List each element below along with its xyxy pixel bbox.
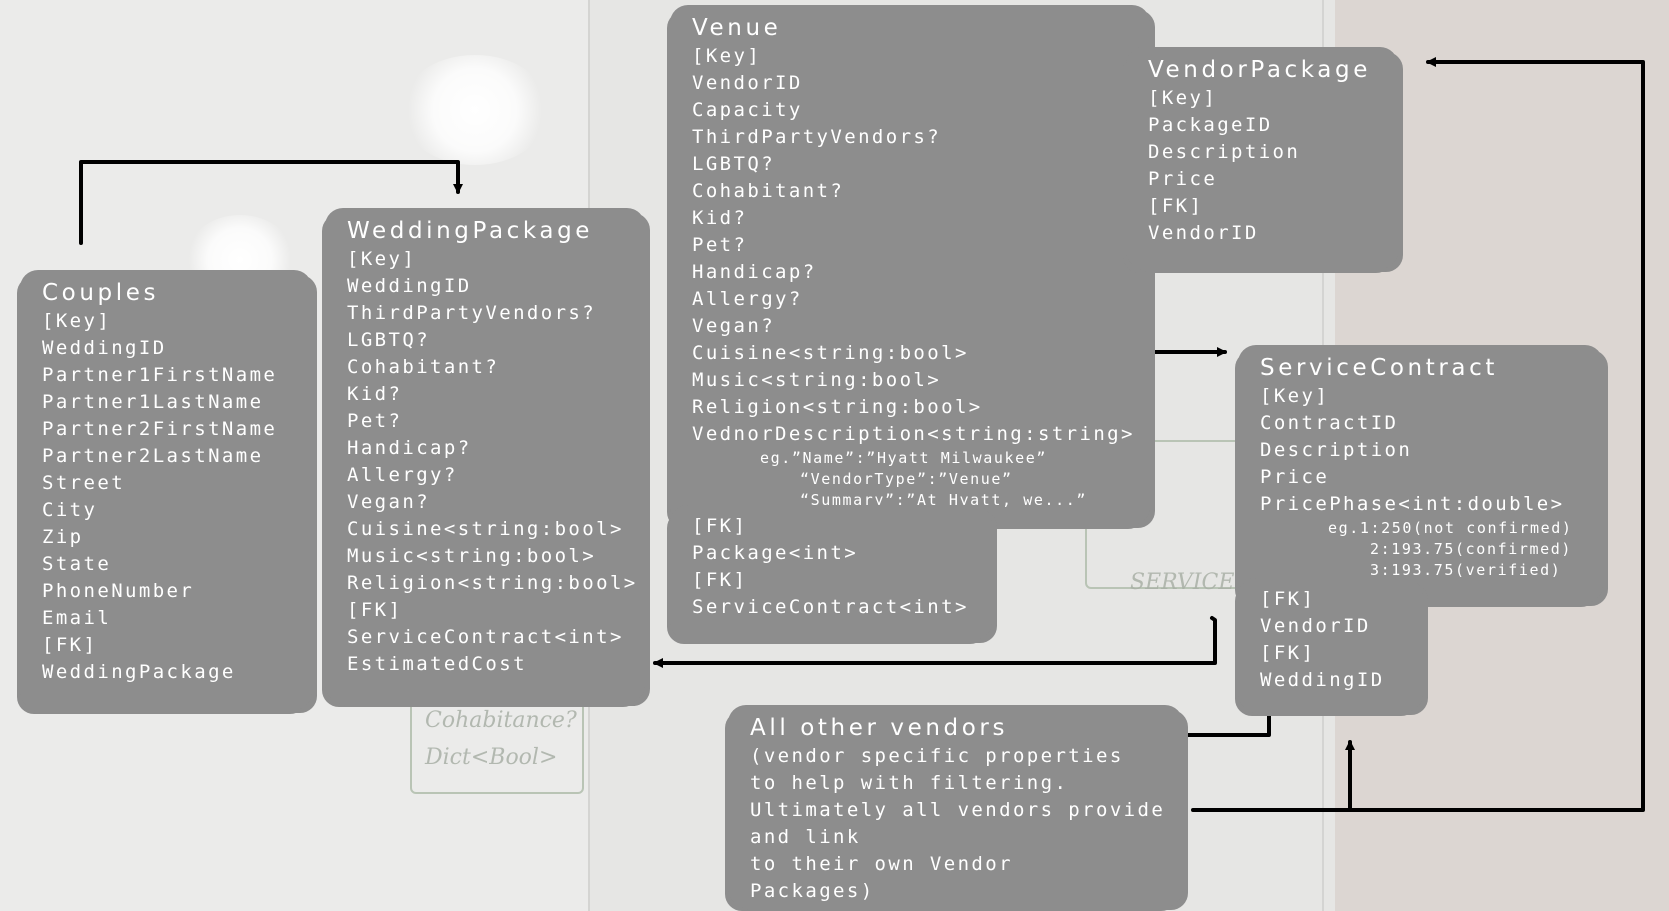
servicecontract-fk-field: [FK] (1260, 588, 1316, 610)
weddingpackage-field: Kid? (347, 383, 403, 405)
venue-field: VendorID (692, 72, 803, 94)
other-vendors-line: Ultimately all vendors provide (750, 799, 1166, 821)
servicecontract-field: PricePhase<int:double> (1260, 493, 1565, 515)
faded-handwriting: Dict<Bool> (425, 745, 558, 770)
weddingpackage-field: Music<string:bool> (347, 545, 597, 567)
weddingpackage-field: ThirdPartyVendors? (347, 302, 597, 324)
arrow-servicecontract-to-othervendors (1178, 711, 1271, 740)
weddingpackage-field: Handicap? (347, 437, 472, 459)
servicecontract-fk-field: VendorID (1260, 615, 1371, 637)
venue-field: VednorDescription<string:string> (692, 423, 1135, 445)
servicecontract-example-line: 3:193.75(verified) (1370, 561, 1562, 579)
weddingpackage-field: EstimatedCost (347, 653, 527, 675)
venue-field: Allergy? (692, 288, 803, 310)
vendorpackage-title: VendorPackage (1148, 57, 1371, 83)
venue-field: [Key] (692, 45, 762, 67)
weddingpackage-field: [Key] (347, 248, 417, 270)
servicecontract-field: ContractID (1260, 412, 1399, 434)
venue-field: Vegan? (692, 315, 776, 337)
venue-example-line: “VendorType”:”Venue” (800, 470, 1013, 488)
couples-field: Partner1FirstName (42, 364, 278, 386)
other-vendors-line: to help with filtering. (750, 772, 1069, 794)
couples-field: PhoneNumber (42, 580, 195, 602)
servicecontract-fk-field: [FK] (1260, 642, 1316, 664)
couples-field: Street (42, 472, 126, 494)
venue-fk-field: Package<int> (692, 542, 859, 564)
arrow-othervendors-to-vendorpackage (1191, 57, 1645, 812)
couples-field: WeddingPackage (42, 661, 236, 683)
venue-field: LGBTQ? (692, 153, 776, 175)
other-vendors-line: Packages) (750, 880, 875, 902)
venue-table: Venue [Key] VendorID Capacity ThirdParty… (670, 5, 1150, 525)
couples-field: Partner1LastName (42, 391, 264, 413)
servicecontract-field: [Key] (1260, 385, 1330, 407)
vendorpackage-field: [FK] (1148, 195, 1204, 217)
venue-example-line: eg.”Name”:”Hyatt Milwaukee” (760, 449, 1048, 467)
servicecontract-example-line: 2:193.75(confirmed) (1370, 540, 1572, 558)
weddingpackage-field: Cuisine<string:bool> (347, 518, 624, 540)
other-vendors-title: All other vendors (750, 715, 1009, 741)
vendorpackage-field: Description (1148, 141, 1301, 163)
weddingpackage-field: ServiceContract<int> (347, 626, 624, 648)
weddingpackage-field: Pet? (347, 410, 403, 432)
weddingpackage-table: WeddingPackage [Key] WeddingID ThirdPart… (325, 208, 645, 703)
venue-fk-field: [FK] (692, 569, 748, 591)
couples-field: State (42, 553, 112, 575)
couples-table: Couples [Key] WeddingID Partner1FirstNam… (20, 270, 312, 710)
weddingpackage-field: Vegan? (347, 491, 431, 513)
couples-title: Couples (42, 280, 160, 306)
servicecontract-title: ServiceContract (1260, 355, 1498, 381)
servicecontract-field: Price (1260, 466, 1330, 488)
couples-field: City (42, 499, 98, 521)
weddingpackage-field: WeddingID (347, 275, 472, 297)
venue-example-line: “Summary”:”At Hyatt, we...” (800, 491, 1088, 509)
other-vendors-line: (vendor specific properties (750, 745, 1124, 767)
venue-field: Kid? (692, 207, 748, 229)
venue-title: Venue (692, 15, 782, 41)
venue-field: Cohabitant? (692, 180, 845, 202)
couples-field: [Key] (42, 310, 112, 332)
weddingpackage-field: Religion<string:bool> (347, 572, 638, 594)
venue-fk-field: ServiceContract<int> (692, 596, 969, 618)
venue-field: Cuisine<string:bool> (692, 342, 969, 364)
weddingpackage-field: Allergy? (347, 464, 458, 486)
vendorpackage-field: Price (1148, 168, 1218, 190)
couples-field: Zip (42, 526, 84, 548)
servicecontract-table: ServiceContract [Key] ContractID Descrip… (1238, 345, 1603, 603)
servicecontract-fk-field: WeddingID (1260, 669, 1385, 691)
vendorpackage-table: VendorPackage [Key] PackageID Descriptio… (1126, 47, 1398, 269)
couples-field: Email (42, 607, 112, 629)
venue-field: ThirdPartyVendors? (692, 126, 942, 148)
light-glare (400, 55, 550, 165)
couples-field: Partner2FirstName (42, 418, 278, 440)
venue-field: Capacity (692, 99, 803, 121)
other-vendors-note: All other vendors (vendor specific prope… (728, 705, 1183, 907)
venue-fk-table: [FK] Package<int> [FK] ServiceContract<i… (670, 505, 992, 640)
other-vendors-line: and link (750, 826, 861, 848)
servicecontract-fk-table: [FK] VendorID [FK] WeddingID (1238, 578, 1423, 712)
arrow-couples-to-weddingpackage (79, 160, 463, 245)
weddingpackage-field: Cohabitant? (347, 356, 500, 378)
vendorpackage-field: VendorID (1148, 222, 1259, 244)
weddingpackage-field: LGBTQ? (347, 329, 431, 351)
weddingpackage-title: WeddingPackage (347, 218, 594, 244)
faded-handwriting: Cohabitance? (425, 708, 577, 733)
venue-fk-field: [FK] (692, 515, 748, 537)
couples-field: Partner2LastName (42, 445, 264, 467)
couples-field: [FK] (42, 634, 98, 656)
venue-field: Handicap? (692, 261, 817, 283)
vendorpackage-field: [Key] (1148, 87, 1218, 109)
weddingpackage-field: [FK] (347, 599, 403, 621)
vendorpackage-field: PackageID (1148, 114, 1273, 136)
servicecontract-example-line: eg.1:250(not confirmed) (1328, 519, 1573, 537)
venue-field: Religion<string:bool> (692, 396, 983, 418)
venue-field: Pet? (692, 234, 748, 256)
couples-field: WeddingID (42, 337, 167, 359)
venue-field: Music<string:bool> (692, 369, 942, 391)
faded-handwriting: SERVICE (1130, 570, 1235, 595)
servicecontract-field: Description (1260, 439, 1413, 461)
arrow-servicecontract-to-weddingpackage (653, 616, 1217, 668)
other-vendors-line: to their own Vendor (750, 853, 1013, 875)
